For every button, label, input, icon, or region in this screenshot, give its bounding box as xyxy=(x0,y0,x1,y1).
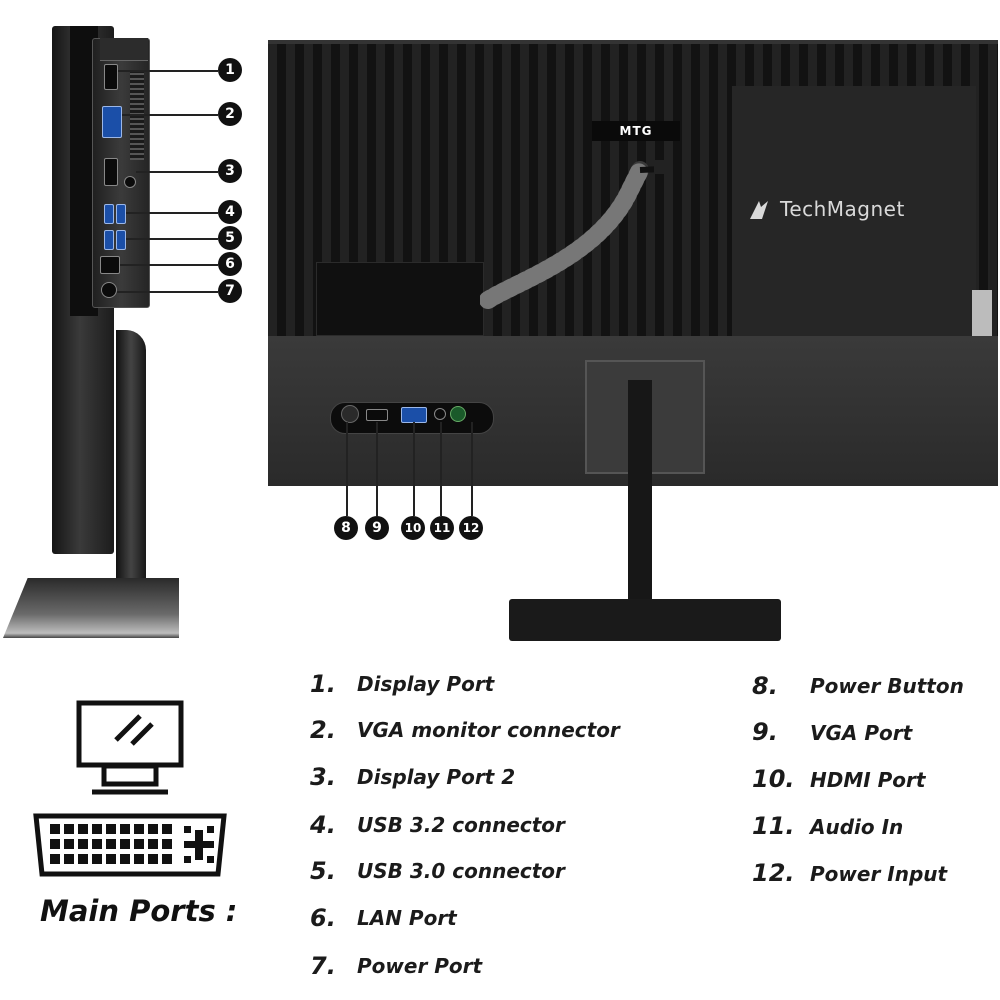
port-list-number: 5. xyxy=(310,857,336,885)
callout-line-1 xyxy=(118,70,218,72)
port-list-number: 6. xyxy=(310,904,336,932)
monitor-rear-block xyxy=(316,262,484,336)
callout-line-9 xyxy=(376,422,378,516)
callout-badge-2: 2 xyxy=(218,102,242,126)
port-list-number: 2. xyxy=(310,716,336,744)
main-ports-title: Main Ports : xyxy=(40,894,238,928)
port-list-label: Power Input xyxy=(810,862,948,886)
port-list-label: USB 3.2 connector xyxy=(357,813,565,837)
pc-port-screw xyxy=(124,176,136,188)
callout-line-6 xyxy=(120,264,218,266)
callout-badge-6: 6 xyxy=(218,252,242,276)
callout-badge-1: 1 xyxy=(218,58,242,82)
port-list-number: 8. xyxy=(752,672,778,700)
callout-line-4 xyxy=(126,212,218,214)
pc-port-usb-3-2-b xyxy=(116,204,126,224)
port-list-label: USB 3.0 connector xyxy=(357,859,565,883)
pc-port-vga xyxy=(102,106,122,138)
pc-port-usb-3-0-a xyxy=(104,230,114,250)
callout-line-8 xyxy=(346,422,348,516)
port-list-number: 9. xyxy=(752,718,778,746)
port-list-number: 11. xyxy=(752,812,795,840)
callout-badge-4: 4 xyxy=(218,200,242,224)
monitor-power-button xyxy=(341,405,359,423)
side-stand-base xyxy=(3,578,179,638)
callout-badge-5: 5 xyxy=(218,226,242,250)
monitor-icon xyxy=(76,700,184,795)
monitor-port-hdmi-slot xyxy=(366,409,388,421)
monitor-port-power-slot xyxy=(450,406,466,422)
pc-port-power xyxy=(101,282,117,298)
callout-line-7 xyxy=(117,291,218,293)
dvi-connector-icon xyxy=(33,813,227,877)
techmagnet-logo-icon xyxy=(750,201,768,219)
port-list-label: Power Button xyxy=(810,674,964,698)
rear-stand-base xyxy=(509,599,781,641)
callout-badge-9: 9 xyxy=(365,516,389,540)
pc-port-displayport-2 xyxy=(104,158,118,186)
pc-port-usb-3-0-b xyxy=(116,230,126,250)
brand-name: TechMagnet xyxy=(780,197,905,221)
port-list-number: 7. xyxy=(310,952,336,980)
braided-cable xyxy=(480,160,670,309)
port-list-label: LAN Port xyxy=(357,906,457,930)
side-stand-neck xyxy=(116,330,146,610)
callout-line-2 xyxy=(122,114,218,116)
port-list-number: 12. xyxy=(752,859,795,887)
callout-line-11 xyxy=(440,422,442,516)
monitor-rear-panel xyxy=(732,86,976,340)
monitor-port-audio-slot xyxy=(434,408,446,420)
port-list-label: VGA Port xyxy=(810,721,913,745)
port-list-label: Display Port xyxy=(357,672,495,696)
monitor-side-notch xyxy=(972,290,992,340)
monitor-port-vga-slot xyxy=(401,407,427,423)
port-list-number: 3. xyxy=(310,763,336,791)
callout-line-10 xyxy=(413,422,415,516)
callout-line-12 xyxy=(471,422,473,516)
port-list-label: Display Port 2 xyxy=(357,765,516,789)
port-list-label: Power Port xyxy=(357,954,483,978)
callout-badge-10: 10 xyxy=(401,516,425,540)
callout-badge-12: 12 xyxy=(459,516,483,540)
pc-port-usb-3-2-a xyxy=(104,204,114,224)
port-list-label: HDMI Port xyxy=(810,768,926,792)
pc-port-lan xyxy=(100,256,120,274)
port-list-number: 10. xyxy=(752,765,795,793)
rear-stand-neck xyxy=(628,380,652,612)
callout-badge-8: 8 xyxy=(334,516,358,540)
callout-line-5 xyxy=(126,238,218,240)
port-list-label: Audio In xyxy=(810,815,904,839)
port-list-number: 4. xyxy=(310,811,336,839)
port-list-label: VGA monitor connector xyxy=(357,718,620,742)
port-list-number: 1. xyxy=(310,670,336,698)
callout-badge-3: 3 xyxy=(218,159,242,183)
mini-pc-top xyxy=(100,38,148,61)
callout-badge-11: 11 xyxy=(430,516,454,540)
pc-port-displayport xyxy=(104,64,118,90)
callout-line-3 xyxy=(136,171,218,173)
monitor-model-label: MTG xyxy=(592,121,680,141)
callout-badge-7: 7 xyxy=(218,279,242,303)
